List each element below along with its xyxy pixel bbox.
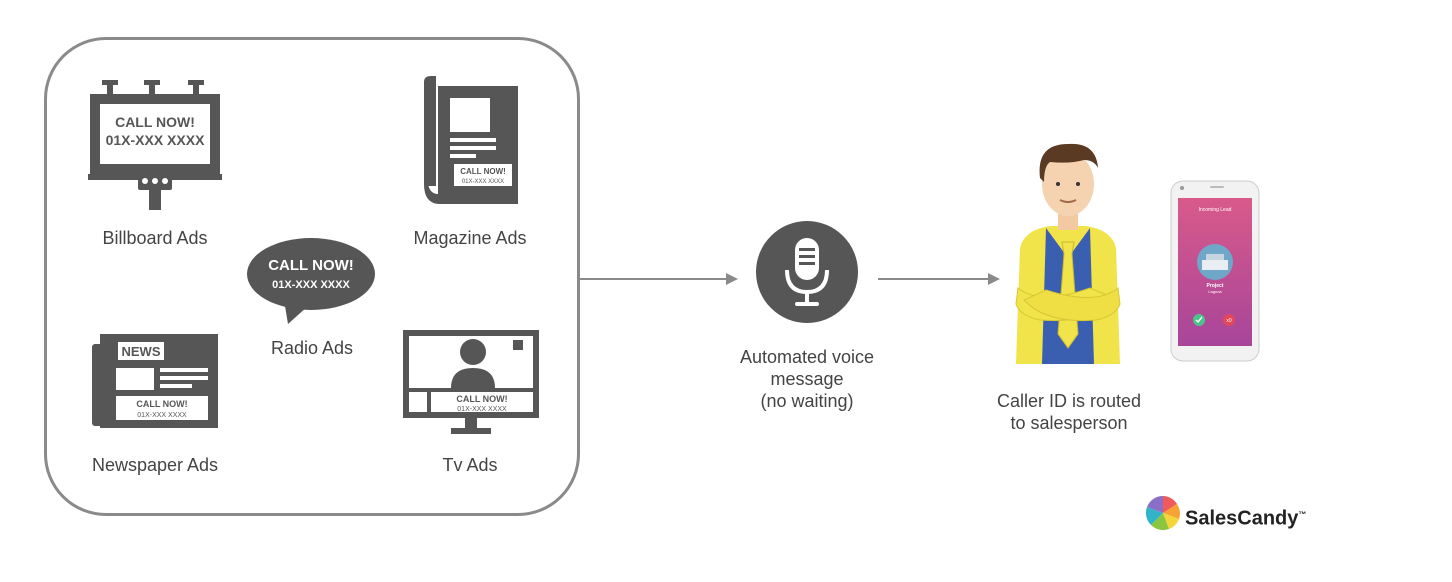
radio-line1: CALL NOW!	[268, 257, 354, 274]
phone-decline-text: x0	[1226, 318, 1232, 324]
salesperson-label: Caller ID is routed to salesperson	[960, 390, 1178, 434]
salesperson-label-line1: Caller ID is routed	[996, 391, 1142, 411]
tv-line2: 01X-XXX XXXX	[457, 406, 507, 413]
voice-label-line1: Automated voice	[739, 347, 875, 367]
salescandy-logo-icon	[1145, 495, 1180, 531]
arrow-to-voice	[580, 273, 738, 285]
magazine-icon: CALL NOW! 01X-XXX XXXX	[424, 76, 518, 204]
newspaper-masthead: NEWS	[122, 344, 161, 359]
voice-label-line3: (no waiting)	[760, 391, 854, 411]
radio-line2: 01X-XXX XXXX	[272, 279, 350, 291]
billboard-line1: CALL NOW!	[115, 114, 195, 130]
newspaper-icon: NEWS CALL NOW! 01X-XXX XXXX	[92, 334, 218, 428]
radio-label: Radio Ads	[270, 338, 354, 358]
magazine-label: Magazine Ads	[413, 228, 527, 248]
radio-speech-bubble-icon: CALL NOW! 01X-XXX XXXX	[247, 238, 375, 324]
arrow-to-salesperson	[878, 273, 1000, 285]
brand-trademark: ™	[1298, 510, 1307, 519]
tv-line1: CALL NOW!	[456, 394, 507, 404]
newspaper-label: Newspaper Ads	[91, 455, 219, 475]
billboard-line2: 01X-XXX XXXX	[106, 132, 205, 148]
phone-header: Incoming Lead	[1199, 207, 1232, 213]
billboard-icon: CALL NOW! 01X-XXX XXXX	[88, 80, 222, 210]
newspaper-line1: CALL NOW!	[136, 399, 187, 409]
tv-icon: CALL NOW! 01X-XXX XXXX	[403, 330, 539, 434]
salesperson-label-line2: to salesperson	[1010, 413, 1128, 433]
ad-sources-frame	[44, 37, 580, 516]
voice-label-line2: message	[770, 369, 844, 389]
billboard-label: Billboard Ads	[102, 228, 208, 248]
brand-name: SalesCandy™	[1185, 503, 1306, 531]
magazine-line1: CALL NOW!	[460, 167, 506, 176]
decline-icon	[1223, 314, 1235, 326]
microphone-icon	[756, 221, 858, 323]
smartphone-illustration: Incoming Lead Project Laguna x0	[1170, 180, 1260, 362]
salesperson-illustration	[1015, 143, 1121, 364]
brand-name-text: SalesCandy	[1185, 507, 1299, 530]
magazine-line2: 01X-XXX XXXX	[462, 179, 504, 185]
newspaper-line2: 01X-XXX XXXX	[137, 412, 187, 419]
voice-label: Automated voice message (no waiting)	[700, 346, 914, 412]
phone-caller-sub: Laguna	[1208, 289, 1222, 294]
phone-caller-name: Project	[1207, 283, 1224, 289]
tv-label: Tv Ads	[442, 455, 498, 475]
